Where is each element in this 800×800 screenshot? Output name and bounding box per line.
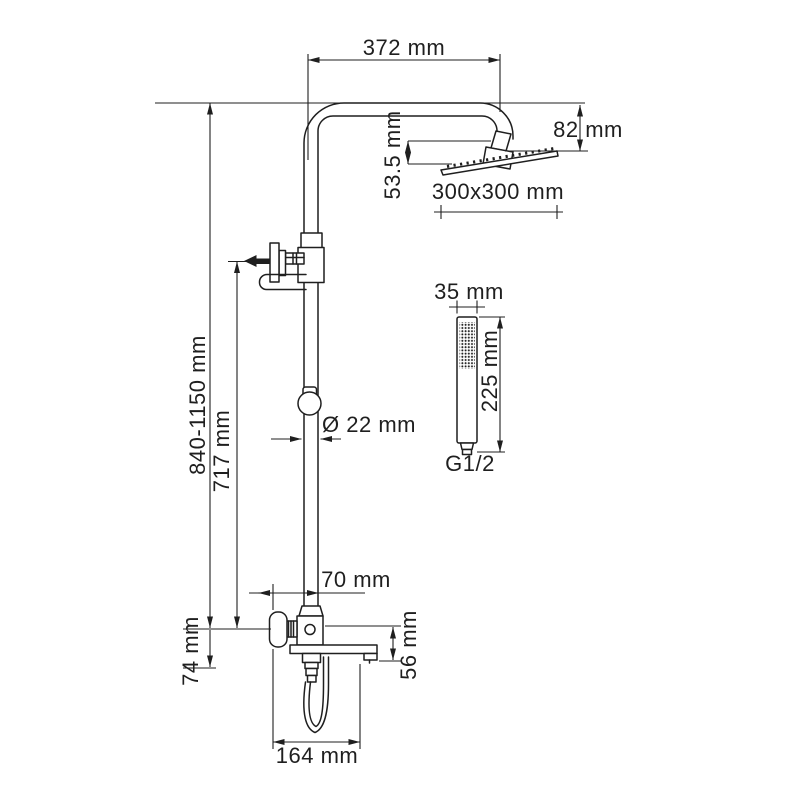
- hose-nut: [301, 652, 322, 664]
- dim-label-arm-reach: 372 mm: [363, 35, 445, 60]
- hose-adapter-2: [305, 667, 318, 677]
- bracket-rod: [284, 252, 305, 265]
- bracket-plate: [278, 249, 287, 277]
- slider-knob: [297, 386, 322, 416]
- dimension-lines: [155, 54, 588, 749]
- handshower-hook: [258, 273, 307, 291]
- mixer-body: [296, 615, 324, 646]
- dim-label-handshower-width: 35 mm: [434, 279, 504, 304]
- shower-hose: [303, 656, 330, 734]
- dim-label-handshower-thread: G1/2: [445, 451, 495, 476]
- hose-adapter-3: [306, 674, 317, 683]
- head-nozzles: [446, 147, 555, 168]
- dim-label-total-height: 840-1150 mm: [185, 335, 210, 475]
- rain-shower-head: [440, 130, 559, 176]
- dim-label-pipe-offset: 70 mm: [321, 567, 391, 592]
- mixer-handle: [268, 611, 288, 648]
- dim-label-head-size: 300x300 mm: [432, 179, 564, 204]
- knob-circle: [297, 391, 322, 416]
- mixer-screw: [304, 623, 316, 636]
- wall-arrow-icon: [244, 255, 257, 267]
- dim-label-spout-drop: 56 mm: [396, 610, 421, 680]
- dim-label-head-drop: 82 mm: [553, 117, 623, 142]
- hand-shower: [456, 316, 478, 456]
- hose-adapter-1: [304, 661, 319, 670]
- dim-label-spout-reach: 164 mm: [276, 743, 358, 768]
- dim-label-mixer-drop: 74 mm: [178, 616, 203, 686]
- wall-arrow-shaft: [256, 258, 270, 264]
- bracket-flange: [269, 242, 280, 283]
- spout: [289, 644, 378, 655]
- head-plate: [440, 150, 559, 176]
- handshower-nut: [459, 442, 475, 451]
- mixer-top-flare: [298, 605, 324, 617]
- wall-bracket: [244, 242, 307, 291]
- dim-label-head-joint: 53.5 mm: [380, 110, 405, 199]
- dim-label-pipe-diameter: Ø 22 mm: [322, 412, 416, 437]
- handshower-thread-tip: [461, 448, 473, 456]
- dimension-labels: 372 mm 82 mm 53.5 mm 300x300 mm 840-1150…: [178, 35, 623, 768]
- handshower-spray-face: [459, 322, 475, 369]
- dim-label-handshower-length: 225 mm: [477, 330, 502, 412]
- mixer-valve: [268, 605, 378, 683]
- dim-label-bracket-height: 717 mm: [209, 410, 234, 492]
- spout-outlet: [363, 652, 378, 661]
